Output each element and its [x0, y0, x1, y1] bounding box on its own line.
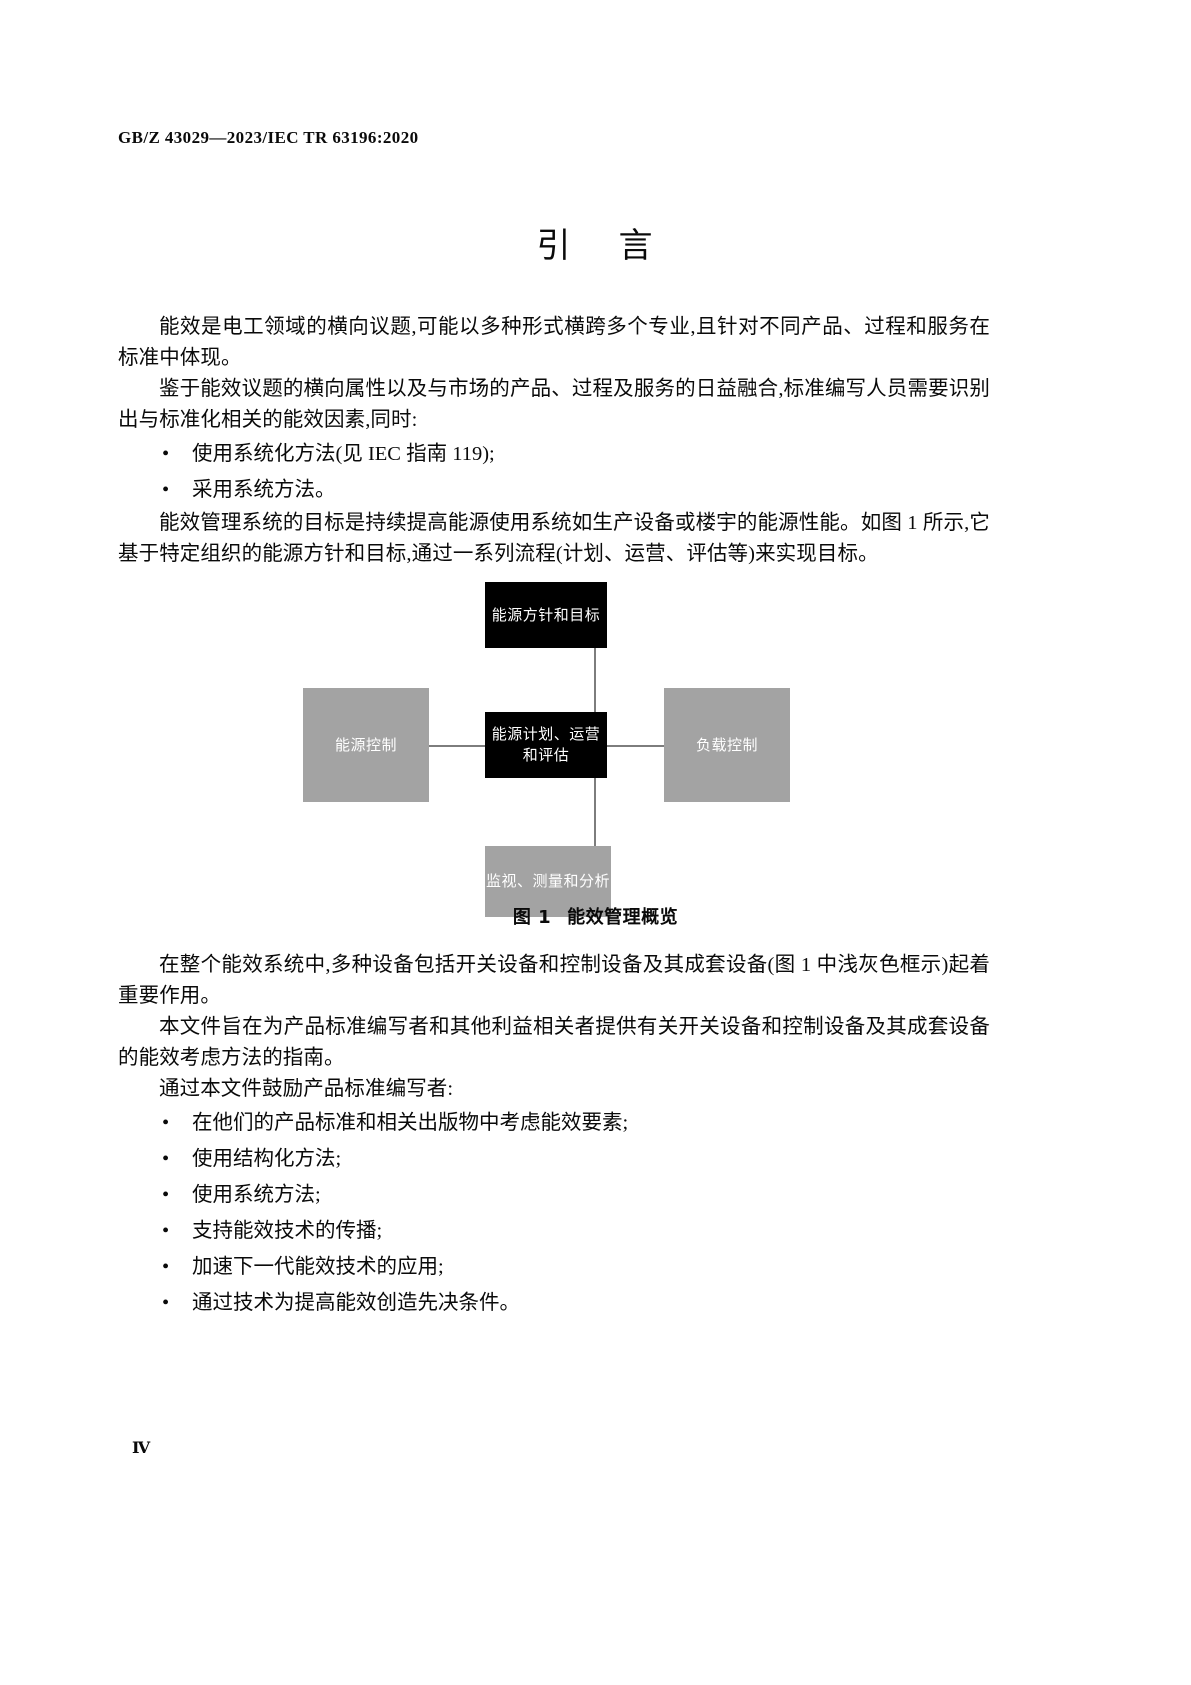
list-item: • 使用结构化方法; — [118, 1141, 990, 1177]
bullet-dot-icon: • — [162, 1256, 170, 1278]
bullet-dot-icon: • — [162, 1220, 170, 1242]
figure-caption-text: 能效管理概览 — [567, 907, 679, 928]
list-item: • 加速下一代能效技术的应用; — [118, 1249, 990, 1285]
list-item: • 采用系统方法。 — [118, 472, 990, 508]
list-item-label: 通过技术为提高能效创造先决条件。 — [192, 1292, 520, 1314]
bullet-dot-icon: • — [162, 443, 170, 465]
node-energy-planning-operation-evaluation: 能源计划、运营 和评估 — [485, 712, 607, 778]
connector-top-to-center — [594, 647, 596, 717]
list-item-label: 使用结构化方法; — [192, 1148, 342, 1170]
bullet-dot-icon: • — [162, 1148, 170, 1170]
node-energy-control: 能源控制 — [303, 688, 429, 802]
bullet-dot-icon: • — [162, 1292, 170, 1314]
bullet-dot-icon: • — [162, 479, 170, 501]
page-title-char-1: 引 — [536, 226, 573, 266]
lower-content-column: 在整个能效系统中,多种设备包括开关设备和控制设备及其成套设备(图 1 中浅灰色框… — [118, 950, 990, 1321]
list-item-label: 使用系统化方法(见 IEC 指南 119); — [192, 443, 495, 465]
figure-caption-label: 图 1 — [512, 907, 552, 928]
running-header-standard-ref: GB/Z 43029—2023/IEC TR 63196:2020 — [118, 128, 419, 147]
paragraph-1: 能效是电工领域的横向议题,可能以多种形式横跨多个专业,且针对不同产品、过程和服务… — [118, 316, 990, 369]
paragraph-6: 通过本文件鼓励产品标准编写者: — [159, 1078, 454, 1100]
paragraph-5: 本文件旨在为产品标准编写者和其他利益相关者提供有关开关设备和控制设备及其成套设备… — [118, 1016, 990, 1069]
connector-left-to-center — [428, 745, 485, 747]
page-title: 引言 — [0, 218, 1191, 267]
page-folio: Ⅳ — [132, 1440, 151, 1457]
list-item: • 使用系统方法; — [118, 1177, 990, 1213]
list-item: • 通过技术为提高能效创造先决条件。 — [118, 1285, 990, 1321]
page-title-char-2: 言 — [618, 226, 655, 266]
paragraph-4: 在整个能效系统中,多种设备包括开关设备和控制设备及其成套设备(图 1 中浅灰色框… — [118, 954, 990, 1007]
bullet-list-bottom: • 在他们的产品标准和相关出版物中考虑能效要素; • 使用结构化方法; • 使用… — [118, 1105, 990, 1321]
connector-center-to-right — [607, 745, 665, 747]
figure-1-caption: 图 1 能效管理概览 — [0, 903, 1191, 929]
node-label: 能源方针和目标 — [491, 605, 601, 624]
node-energy-policy-and-objectives: 能源方针和目标 — [485, 582, 607, 648]
list-item-label: 加速下一代能效技术的应用; — [192, 1256, 444, 1278]
list-item-label: 在他们的产品标准和相关出版物中考虑能效要素; — [192, 1112, 629, 1134]
node-label-line-1: 能源计划、运营 — [491, 725, 601, 743]
list-item-label: 采用系统方法。 — [192, 479, 336, 501]
upper-content-column: 能效是电工领域的横向议题,可能以多种形式横跨多个专业,且针对不同产品、过程和服务… — [118, 312, 990, 570]
node-label: 负载控制 — [695, 735, 758, 754]
list-item: • 使用系统化方法(见 IEC 指南 119); — [118, 436, 990, 472]
node-monitoring-measurement-analysis: 监视、测量和分析 — [485, 846, 611, 917]
node-label-line-2: 和评估 — [522, 746, 570, 764]
figure-1-diagram: 能源方针和目标 能源计划、运营 和评估 能源控制 负载控制 监视、测量和分析 — [0, 565, 1191, 917]
paragraph-2: 鉴于能效议题的横向属性以及与市场的产品、过程及服务的日益融合,标准编写人员需要识… — [118, 378, 990, 431]
bullet-dot-icon: • — [162, 1184, 170, 1206]
node-load-control: 负载控制 — [664, 688, 790, 802]
figure-1: 能源方针和目标 能源计划、运营 和评估 能源控制 负载控制 监视、测量和分析 图… — [0, 565, 1191, 945]
paragraph-3: 能效管理系统的目标是持续提高能源使用系统如生产设备或楼宇的能源性能。如图 1 所… — [118, 512, 990, 565]
list-item: • 在他们的产品标准和相关出版物中考虑能效要素; — [118, 1105, 990, 1141]
bullet-dot-icon: • — [162, 1112, 170, 1134]
connector-center-to-bottom — [594, 775, 596, 847]
node-label: 能源控制 — [334, 735, 397, 754]
node-label: 监视、测量和分析 — [485, 872, 610, 890]
list-item-label: 支持能效技术的传播; — [192, 1220, 383, 1242]
list-item: • 支持能效技术的传播; — [118, 1213, 990, 1249]
list-item-label: 使用系统方法; — [192, 1184, 321, 1206]
bullet-list-top: • 使用系统化方法(见 IEC 指南 119); • 采用系统方法。 — [118, 436, 990, 508]
